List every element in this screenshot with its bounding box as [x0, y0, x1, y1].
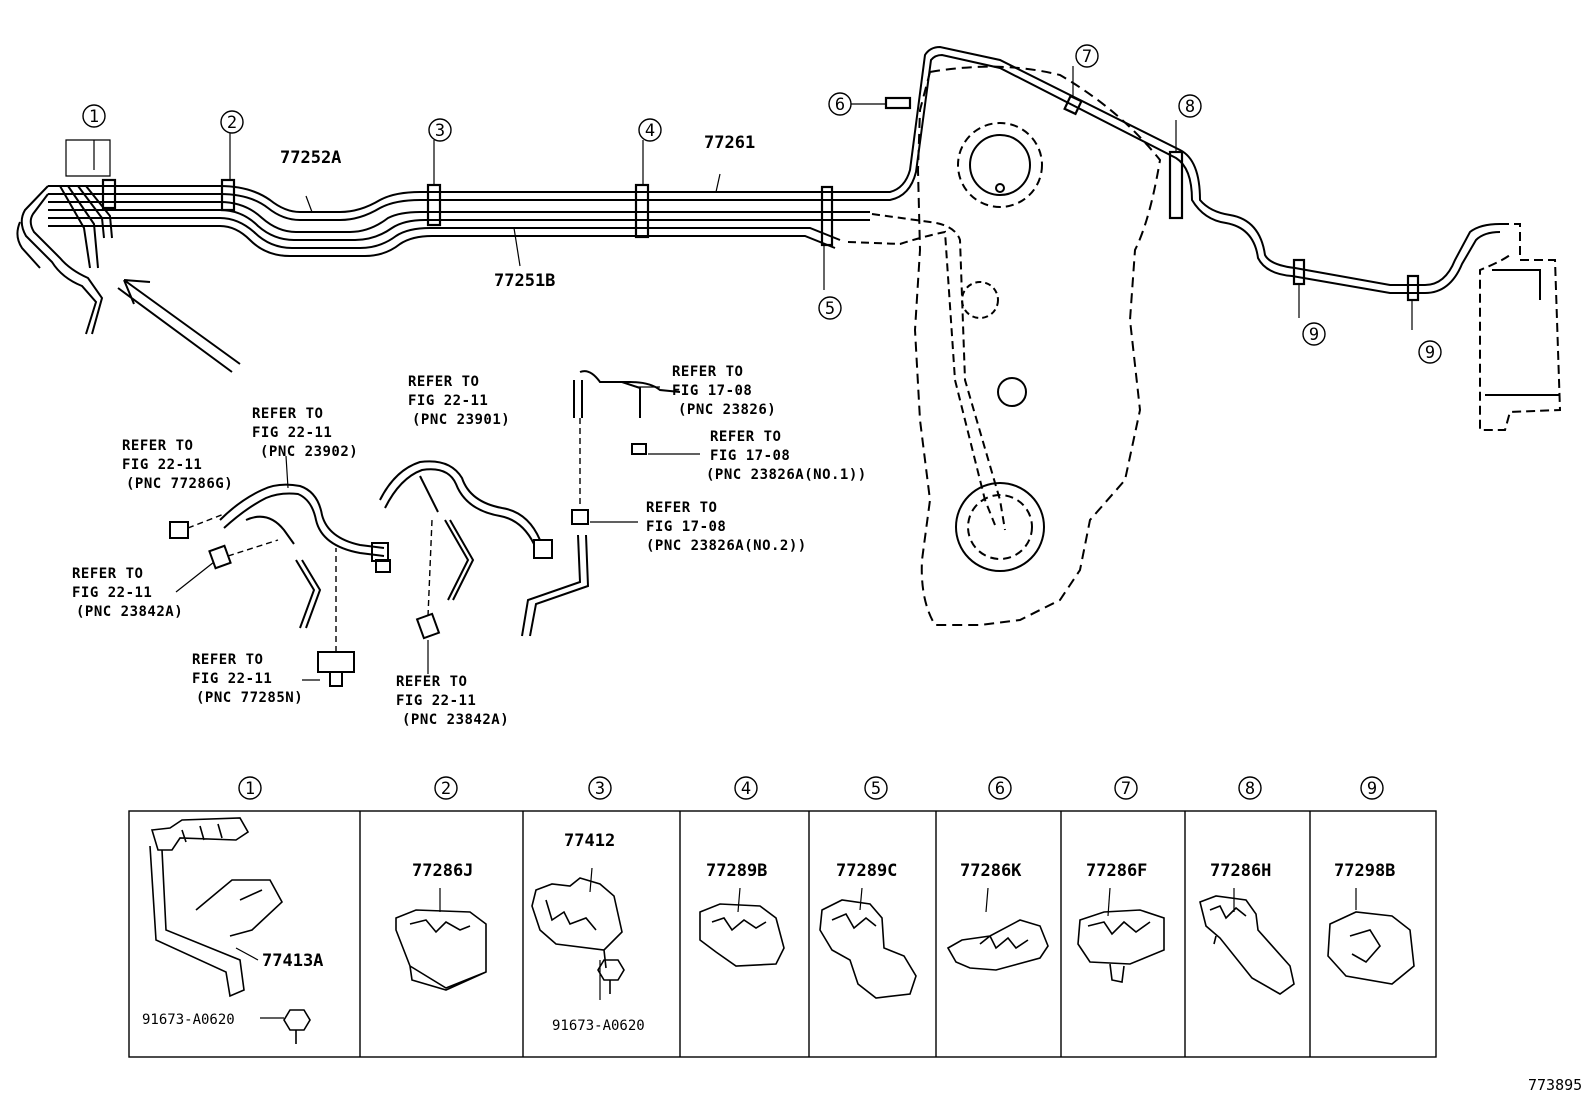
svg-text:(PNC 77285N): (PNC 77285N) — [196, 690, 303, 706]
callout-9b: 9 — [1425, 343, 1435, 363]
callout-5: 5 — [825, 299, 835, 319]
svg-text:REFER TO: REFER TO — [252, 406, 323, 422]
figure-number: 773895 — [1528, 1076, 1582, 1094]
svg-text:FIG 22-11: FIG 22-11 — [408, 393, 488, 409]
callout-7: 7 — [1082, 47, 1092, 67]
svg-text:FIG 22-11: FIG 22-11 — [72, 585, 152, 601]
table-part-77289B: 77289B — [706, 861, 767, 881]
svg-text:FIG 22-11: FIG 22-11 — [252, 425, 332, 441]
table-header-5: 5 — [871, 779, 881, 799]
clamp-77286J — [395, 909, 487, 991]
clamp-77286H — [1199, 895, 1295, 995]
table-header-8: 8 — [1245, 779, 1255, 799]
table-header-9: 9 — [1367, 779, 1377, 799]
svg-text:REFER TO: REFER TO — [122, 438, 193, 454]
table-part-77286J: 77286J — [412, 861, 473, 881]
svg-text:(PNC 23842A): (PNC 23842A) — [76, 604, 183, 620]
callout-2: 2 — [227, 113, 237, 133]
refer-23826A-no2: REFER TO FIG 17-08 (PNC 23826A(NO.2)) — [646, 500, 807, 554]
table-part-77413A: 77413A — [262, 951, 323, 971]
part-77251B: 77251B — [494, 271, 555, 291]
bracket-77413A — [149, 817, 283, 998]
table-header-7: 7 — [1121, 779, 1131, 799]
table-header-1: 1 — [245, 779, 255, 799]
table-part-77289C: 77289C — [836, 861, 897, 881]
svg-text:(PNC 23826A(NO.1)): (PNC 23826A(NO.1)) — [706, 467, 867, 483]
refer-subparts — [169, 370, 681, 687]
svg-text:FIG 22-11: FIG 22-11 — [396, 693, 476, 709]
callout-9a: 9 — [1309, 325, 1319, 345]
table-header-4: 4 — [741, 779, 751, 799]
clamp-77286F — [1077, 909, 1165, 983]
callout-circles — [82, 44, 1442, 800]
svg-text:REFER TO: REFER TO — [72, 566, 143, 582]
refer-23901: REFER TO FIG 22-11 (PNC 23901) — [408, 374, 510, 428]
table-part-77412: 77412 — [564, 831, 615, 851]
svg-text:FIG 17-08: FIG 17-08 — [646, 519, 726, 535]
svg-text:REFER TO: REFER TO — [396, 674, 467, 690]
svg-text:FIG 17-08: FIG 17-08 — [710, 448, 790, 464]
svg-text:REFER TO: REFER TO — [646, 500, 717, 516]
svg-text:(PNC 23826A(NO.2)): (PNC 23826A(NO.2)) — [646, 538, 807, 554]
callout-4: 4 — [645, 121, 655, 141]
svg-text:REFER TO: REFER TO — [408, 374, 479, 390]
table-part-77286K: 77286K — [960, 861, 1022, 881]
table-part-sketches — [149, 817, 1415, 1044]
bundle-clamps — [101, 94, 1420, 302]
table-part-77286H: 77286H — [1210, 861, 1271, 881]
refer-23826: REFER TO FIG 17-08 (PNC 23826) — [672, 364, 776, 418]
callout-6: 6 — [835, 95, 845, 115]
clamp-77412 — [531, 877, 623, 969]
refer-77285N: REFER TO FIG 22-11 (PNC 77285N) — [192, 652, 303, 706]
table-part-77298B: 77298B — [1334, 861, 1395, 881]
direction-arrow — [117, 279, 241, 373]
bolt — [283, 1009, 311, 1044]
parts-table — [128, 810, 1437, 1058]
refer-23902: REFER TO FIG 22-11 (PNC 23902) — [252, 406, 358, 460]
table-bolt-91673-A0620-1: 91673-A0620 — [142, 1012, 235, 1028]
svg-text:REFER TO: REFER TO — [672, 364, 743, 380]
bolt-2 — [597, 959, 625, 994]
table-header-2: 2 — [441, 779, 451, 799]
table-header-6: 6 — [995, 779, 1005, 799]
svg-text:(PNC 23901): (PNC 23901) — [412, 412, 510, 428]
clamp-77289B — [699, 903, 785, 967]
tube-bundle — [16, 45, 1501, 531]
svg-text:(PNC 23826): (PNC 23826) — [678, 402, 776, 418]
table-part-77286F: 77286F — [1086, 861, 1147, 881]
table-bolt-91673-A0620-3: 91673-A0620 — [552, 1018, 645, 1034]
part-77252A: 77252A — [280, 148, 341, 168]
svg-text:(PNC 77286G): (PNC 77286G) — [126, 476, 233, 492]
svg-text:FIG 22-11: FIG 22-11 — [122, 457, 202, 473]
callout-1: 1 — [89, 107, 99, 127]
clamp-77289C — [819, 899, 917, 999]
refer-23842A-mid: REFER TO FIG 22-11 (PNC 23842A) — [396, 674, 509, 728]
refer-23842A-left: REFER TO FIG 22-11 (PNC 23842A) — [72, 566, 183, 620]
callout-8: 8 — [1185, 97, 1195, 117]
svg-text:REFER TO: REFER TO — [710, 429, 781, 445]
part-77261: 77261 — [704, 133, 755, 153]
svg-text:FIG 17-08: FIG 17-08 — [672, 383, 752, 399]
svg-text:(PNC 23902): (PNC 23902) — [260, 444, 358, 460]
svg-text:REFER TO: REFER TO — [192, 652, 263, 668]
clamp-77286K — [946, 919, 1049, 971]
callout-3: 3 — [435, 121, 445, 141]
refer-23826A-no1: REFER TO FIG 17-08 (PNC 23826A(NO.1)) — [706, 429, 867, 483]
refer-77286G: REFER TO FIG 22-11 (PNC 77286G) — [122, 438, 233, 492]
fuel-tank-outline — [913, 65, 1162, 626]
table-header-3: 3 — [595, 779, 605, 799]
canister-outline — [1479, 223, 1562, 431]
clamp-77298B — [1327, 911, 1415, 985]
svg-text:FIG 22-11: FIG 22-11 — [192, 671, 272, 687]
svg-text:(PNC 23842A): (PNC 23842A) — [402, 712, 509, 728]
